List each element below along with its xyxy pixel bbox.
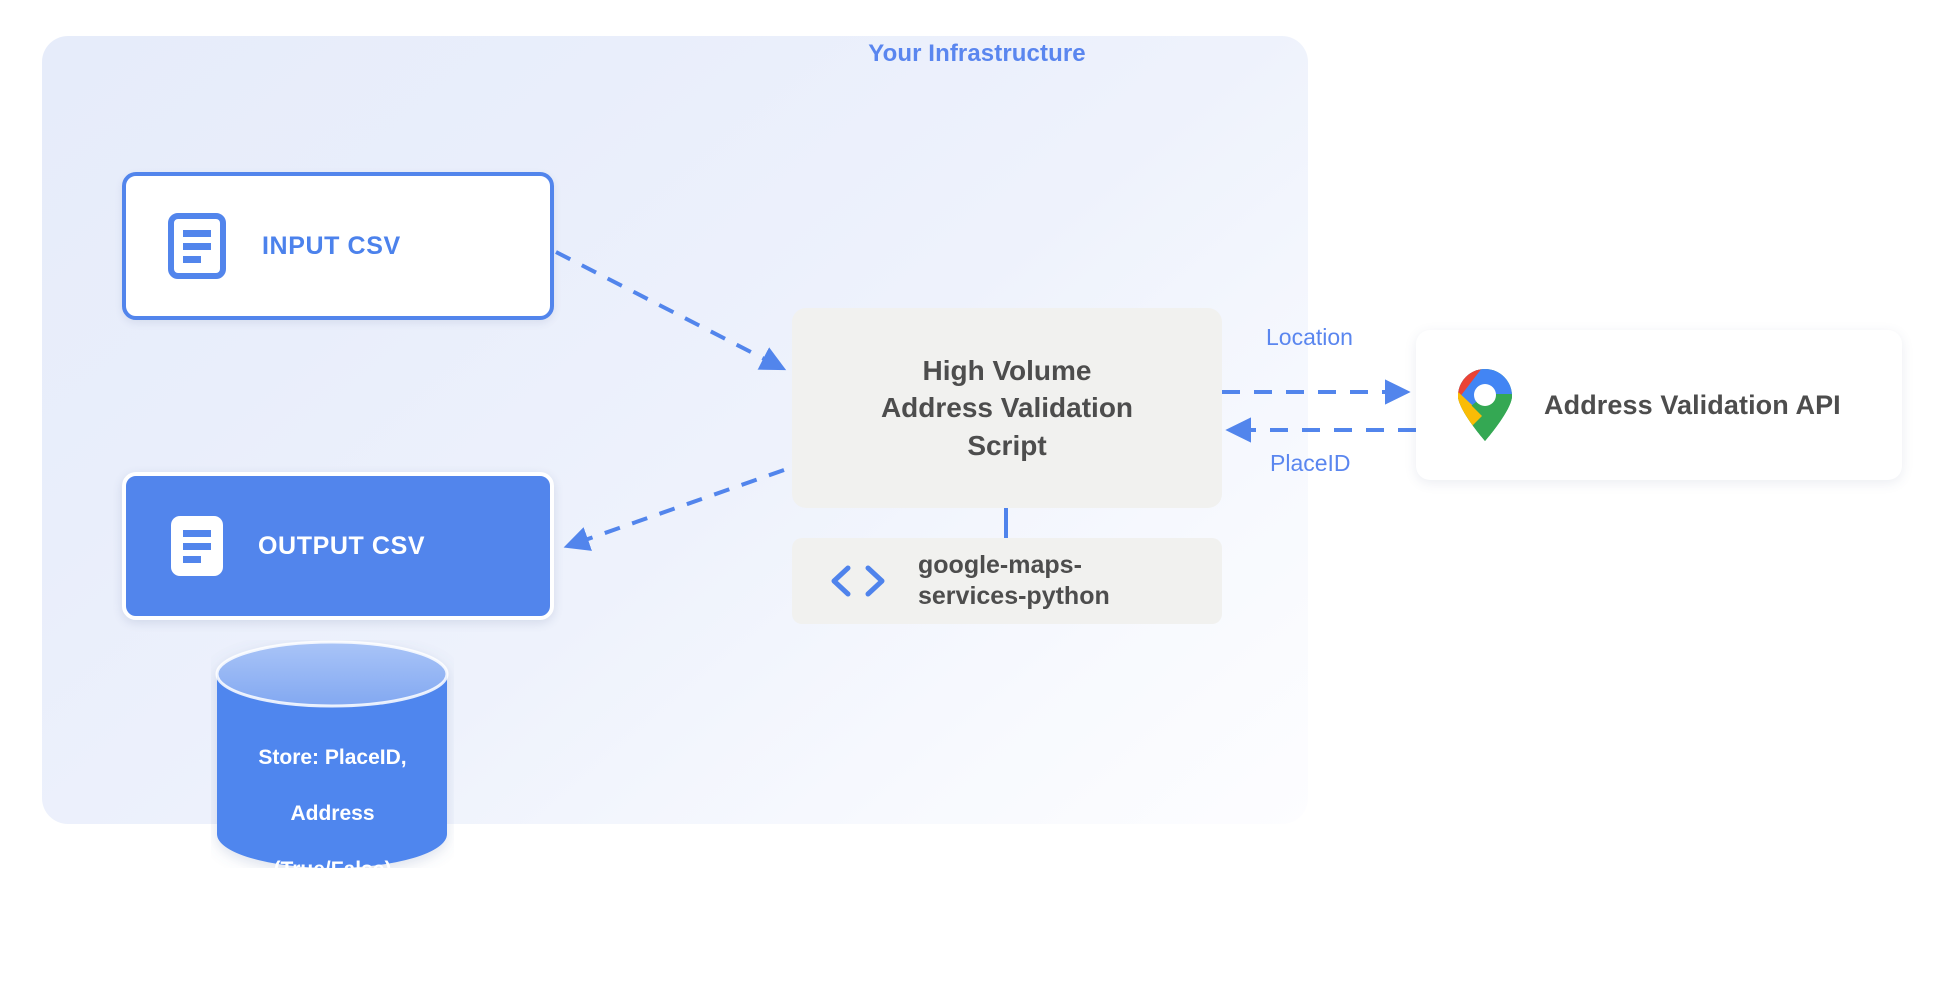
- library-label-line2: services-python: [918, 582, 1110, 610]
- node-output-csv[interactable]: OUTPUT CSV: [122, 472, 554, 620]
- document-icon: [171, 516, 223, 576]
- script-label-group: High Volume Address Validation Script: [865, 352, 1149, 464]
- input-csv-label: INPUT CSV: [262, 231, 401, 260]
- script-label-line2: Address Validation: [880, 392, 1134, 424]
- output-csv-label: OUTPUT CSV: [258, 531, 426, 560]
- node-address-validation-api[interactable]: Address Validation API: [1416, 330, 1902, 480]
- infrastructure-title: Your Infrastructure: [868, 40, 1086, 67]
- script-label-line1: High Volume: [922, 355, 1092, 387]
- database-cylinder-icon: [215, 640, 449, 868]
- node-client-library[interactable]: google-maps- services-python: [792, 538, 1222, 624]
- document-icon: [168, 213, 226, 279]
- node-input-csv[interactable]: INPUT CSV: [122, 172, 554, 320]
- library-label-group: google-maps- services-python: [918, 550, 1110, 612]
- script-label-line3: Script: [967, 429, 1047, 461]
- edge-label-location: Location: [1266, 324, 1353, 350]
- google-maps-pin-icon: [1458, 369, 1512, 441]
- code-brackets-icon: [831, 565, 885, 597]
- library-label-line1: google-maps-: [918, 551, 1082, 579]
- node-database[interactable]: Store: PlaceID, Address (True/False): [211, 640, 454, 881]
- edge-label-placeid: PlaceID: [1270, 450, 1351, 476]
- api-label: Address Validation API: [1544, 389, 1841, 420]
- node-validation-script[interactable]: High Volume Address Validation Script: [792, 308, 1222, 508]
- edge-script-to-library: [1004, 508, 1008, 538]
